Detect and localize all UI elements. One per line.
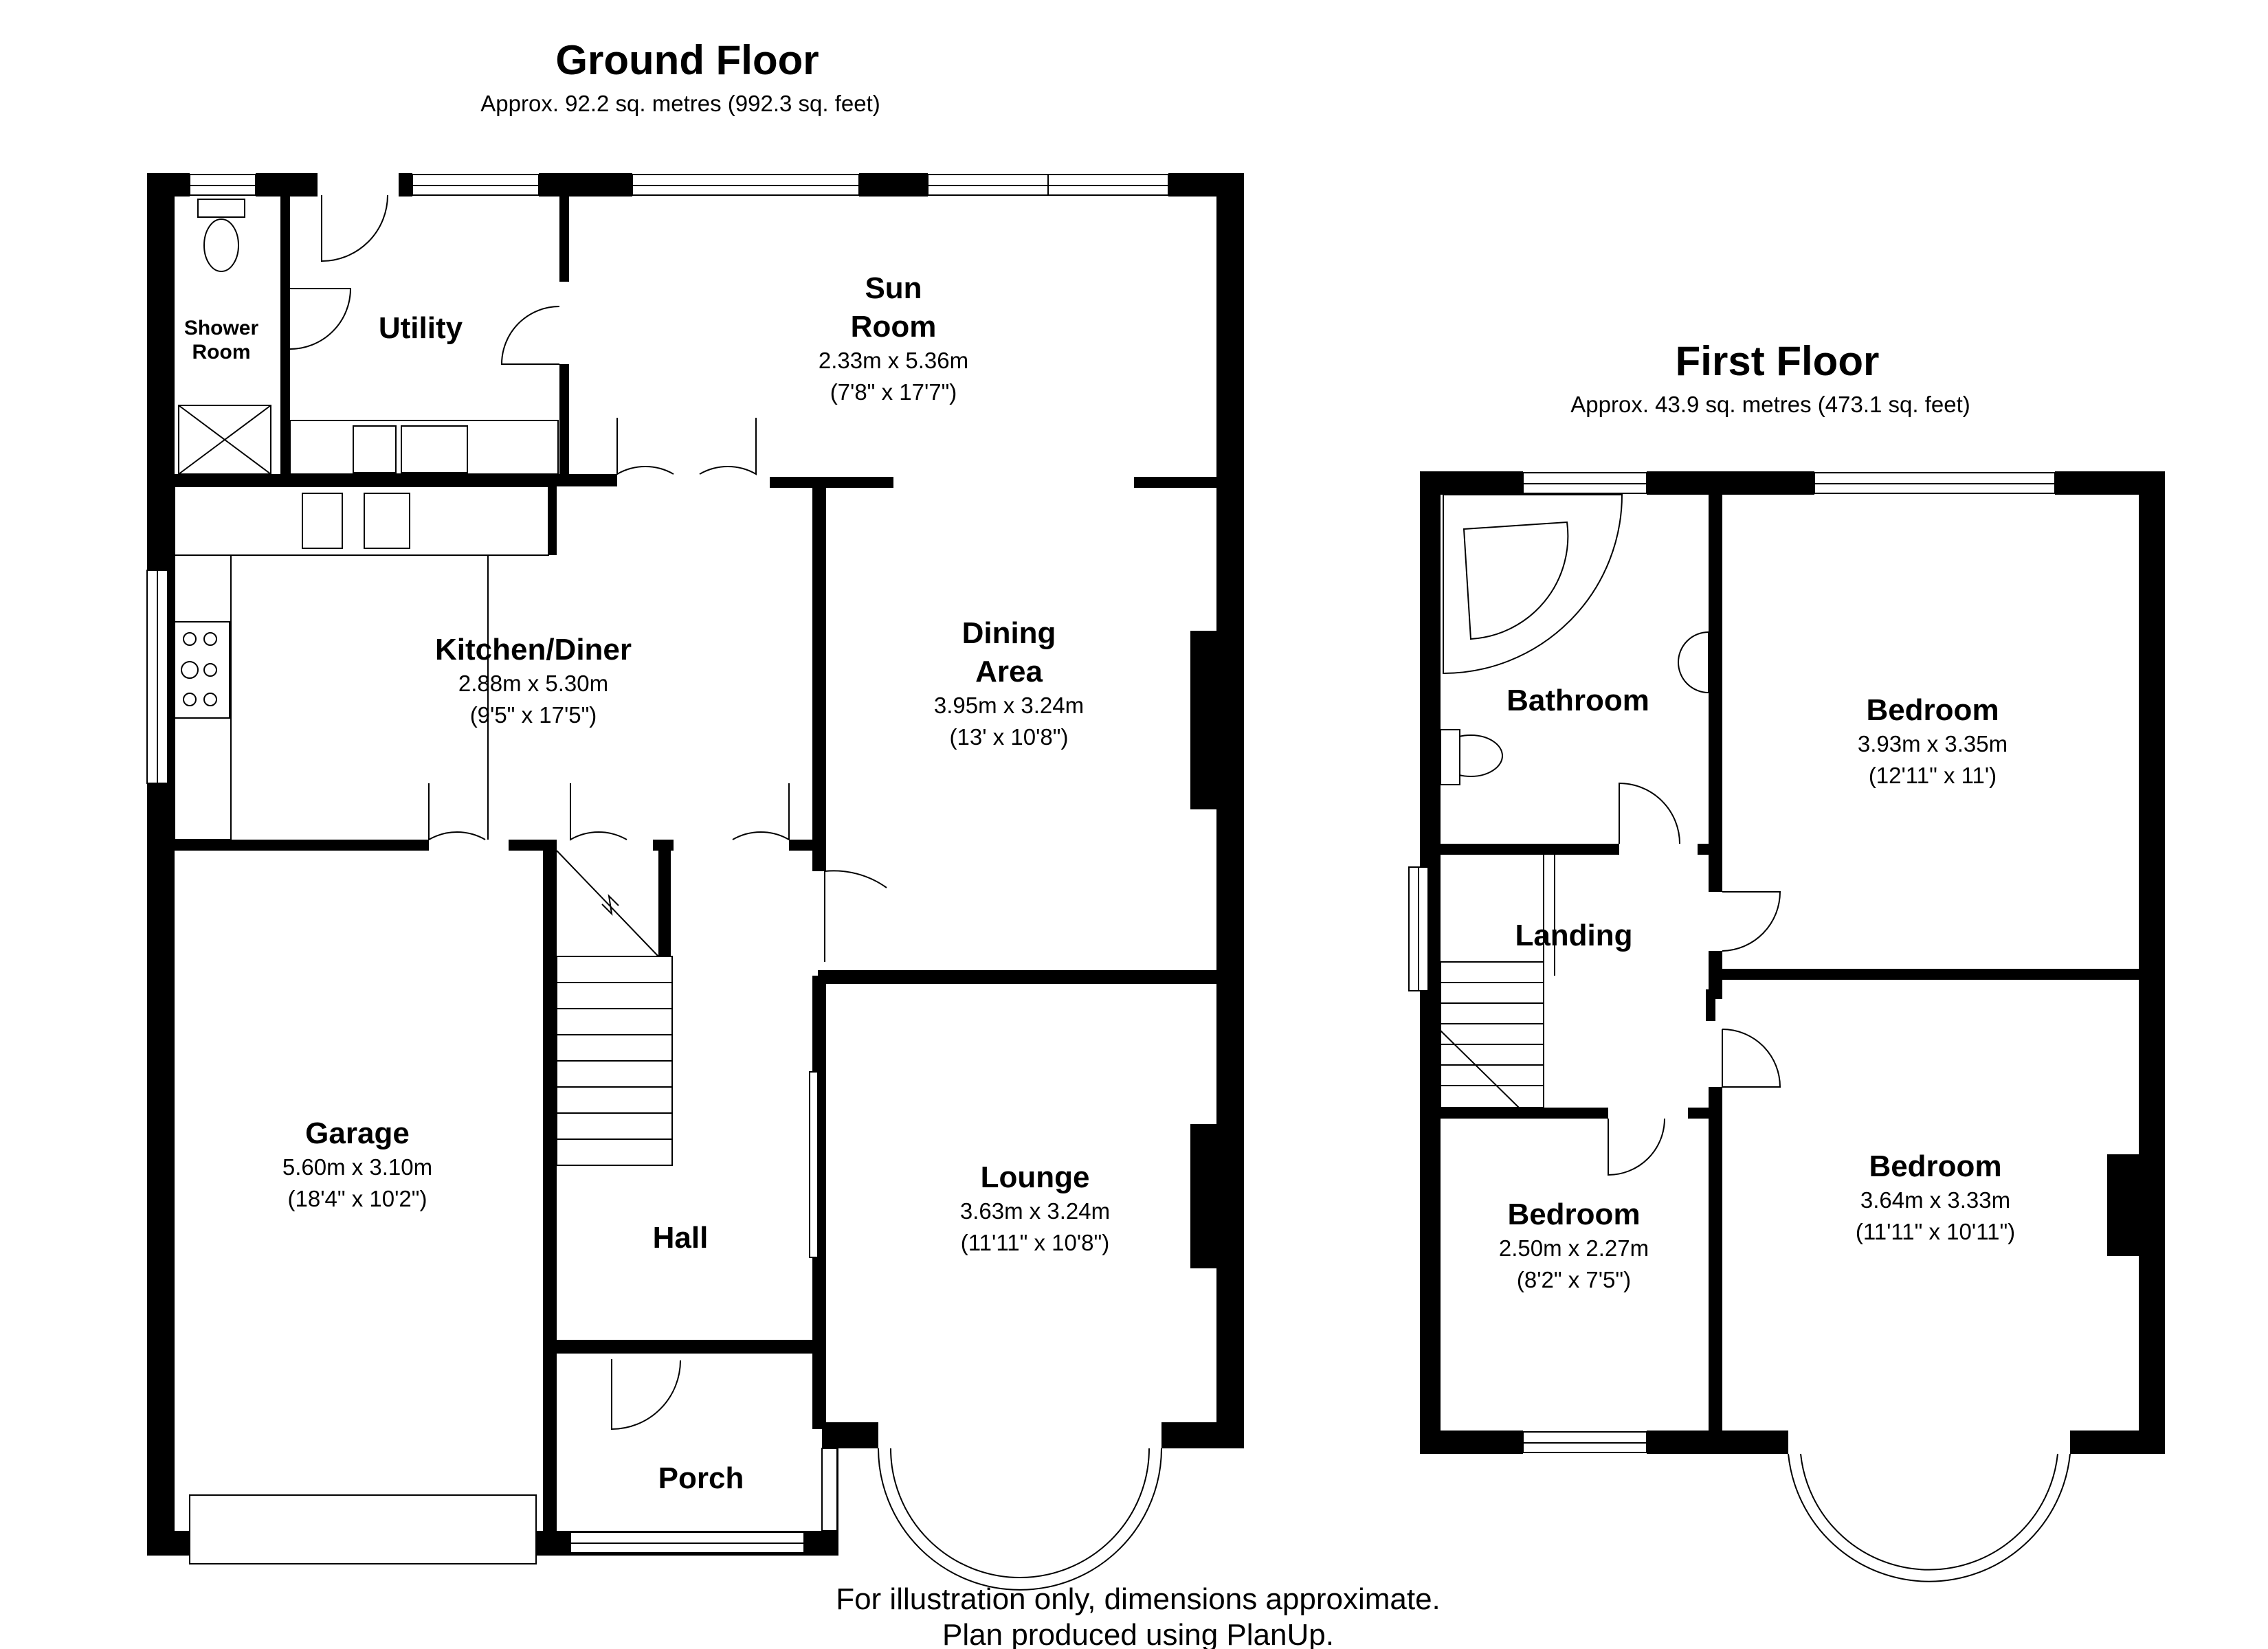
kitchen-worktop: [174, 486, 549, 556]
door-swing: [1722, 1029, 1781, 1088]
bedroom-small-dimensions: 2.50m x 2.27m: [1499, 1235, 1649, 1261]
toilet: [203, 218, 239, 272]
lounge-imperial: (11'11" x 10'8"): [961, 1230, 1109, 1255]
footer-disclaimer: For illustration only, dimensions approx…: [836, 1582, 1441, 1616]
kitchen-drainer: [302, 493, 343, 549]
door-swing: [824, 870, 887, 962]
lounge-label: Lounge: [981, 1160, 1090, 1194]
first-floor-area: Approx. 43.9 sq. metres (473.1 sq. feet): [1570, 392, 1970, 417]
garage-door: [189, 1494, 537, 1564]
window: [821, 1448, 838, 1532]
door-swing: [1608, 1118, 1665, 1176]
drainer: [401, 425, 468, 473]
hall-label: Hall: [653, 1221, 709, 1255]
first-floor-fixtures: [1438, 494, 1709, 1108]
door-swing: [699, 418, 757, 475]
garage-label: Garage: [305, 1117, 410, 1150]
dining-area-dimensions: 3.95m x 3.24m: [934, 693, 1084, 718]
footer: For illustration only, dimensions approx…: [836, 1582, 1441, 1649]
first-floor-walls: [1420, 471, 2165, 1454]
toilet-cistern: [197, 199, 245, 218]
window: [809, 1071, 819, 1258]
bedroom-rear-dimensions: 3.93m x 3.35m: [1858, 731, 2008, 756]
ground-floor-walls: [147, 173, 1244, 1556]
sun-room-label: Sun: [865, 271, 922, 305]
door-swing: [616, 418, 674, 475]
utility-sink: [353, 425, 397, 473]
ground-floor-labels: Ground Floor Approx. 92.2 sq. metres (99…: [184, 37, 1110, 1495]
first-floor-doors: [1608, 782, 2071, 1582]
first-floor-title: First Floor: [1676, 338, 1880, 384]
bedroom-rear-imperial: (12'11" x 11'): [1869, 763, 1997, 788]
dining-area-label: Area: [975, 655, 1043, 688]
staircase: [556, 850, 673, 1166]
lounge-dimensions: 3.63m x 3.24m: [960, 1198, 1110, 1224]
bedroom-small-label: Bedroom: [1507, 1198, 1640, 1231]
bay-window: [1788, 1453, 2071, 1582]
bedroom-front-label: Bedroom: [1869, 1149, 2001, 1183]
door-swing: [732, 783, 790, 841]
first-floor-windows: [1408, 472, 2056, 1453]
landing-label: Landing: [1515, 919, 1632, 952]
kitchen-sink: [364, 493, 410, 549]
utility-label: Utility: [379, 311, 463, 345]
door-swing: [500, 306, 560, 365]
bathroom-label: Bathroom: [1507, 684, 1649, 717]
kitchen-diner-imperial: (9'5" x 17'5"): [470, 702, 597, 728]
shower-room-label: Room: [192, 341, 251, 363]
kitchen-diner-label: Kitchen/Diner: [435, 633, 632, 666]
wash-basin: [1678, 631, 1709, 694]
first-floor-plan: First Floor Approx. 43.9 sq. metres (473…: [1408, 338, 2165, 1582]
shower-room-label: Shower: [184, 317, 259, 339]
ground-floor-area: Approx. 92.2 sq. metres (992.3 sq. feet): [480, 91, 880, 116]
garage-imperial: (18'4" x 10'2"): [288, 1186, 427, 1211]
bedroom-rear-label: Bedroom: [1866, 693, 1999, 727]
sun-room-imperial: (7'8" x 17'7"): [830, 379, 957, 405]
first-floor-labels: First Floor Approx. 43.9 sq. metres (473…: [1499, 338, 2015, 1292]
bedroom-small-imperial: (8'2" x 7'5"): [1517, 1267, 1631, 1292]
sun-room-label: Room: [851, 310, 937, 344]
ground-floor-fixtures: [174, 199, 673, 1166]
ground-floor-plan: Ground Floor Approx. 92.2 sq. metres (99…: [146, 37, 1244, 1591]
door-swing: [1722, 891, 1781, 952]
sun-room-dimensions: 2.33m x 5.36m: [819, 348, 968, 373]
door-swing: [428, 783, 486, 841]
kitchen-diner-dimensions: 2.88m x 5.30m: [458, 671, 608, 696]
dining-area-label: Dining: [962, 616, 1056, 650]
bedroom-front-dimensions: 3.64m x 3.33m: [1860, 1187, 2010, 1213]
door-swing: [611, 1359, 681, 1431]
ground-floor-title: Ground Floor: [555, 37, 819, 83]
landing-staircase: [1440, 855, 1555, 1108]
porch-label: Porch: [658, 1461, 744, 1495]
door-swing: [321, 194, 388, 262]
dining-area-imperial: (13' x 10'8"): [950, 724, 1069, 750]
door-swing: [289, 288, 352, 350]
door-swing: [570, 783, 627, 841]
bay-window: [878, 1448, 1162, 1591]
ground-floor-doors: [289, 194, 1162, 1591]
ground-floor-windows: [146, 174, 1169, 1564]
door-swing: [1619, 782, 1680, 844]
footer-credit: Plan produced using PlanUp.: [942, 1618, 1334, 1649]
bedroom-front-imperial: (11'11" x 10'11"): [1856, 1219, 2015, 1244]
garage-dimensions: 5.60m x 3.10m: [282, 1154, 432, 1180]
